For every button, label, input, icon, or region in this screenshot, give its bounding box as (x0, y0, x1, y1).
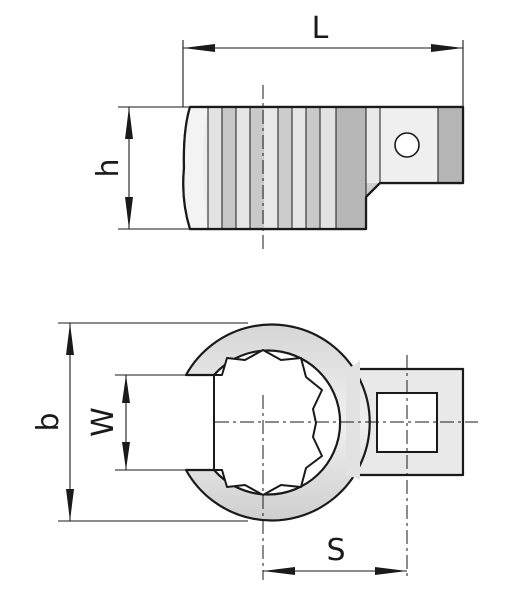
top-view: b W S (31, 322, 478, 580)
dimension-L-label: L (312, 11, 329, 46)
side-view-flanks (208, 107, 463, 229)
dimension-W-label: W (86, 407, 121, 437)
side-view: L h (91, 11, 465, 252)
dimension-S: S (263, 533, 407, 575)
dimension-S-label: S (326, 533, 345, 568)
side-view-flank-lines (207, 108, 439, 228)
dimension-b: b (31, 322, 248, 522)
top-view-ring (184, 323, 371, 522)
dimension-L: L (182, 11, 464, 107)
side-view-outline (182, 105, 465, 231)
side-view-drive-hole (394, 132, 420, 158)
dimension-h: h (91, 106, 190, 230)
dimension-h-label: h (91, 158, 126, 177)
dimension-b-label: b (31, 412, 66, 431)
side-view-front-face (183, 107, 208, 229)
top-view-neck (346, 360, 360, 480)
dimension-W: W (86, 374, 186, 471)
